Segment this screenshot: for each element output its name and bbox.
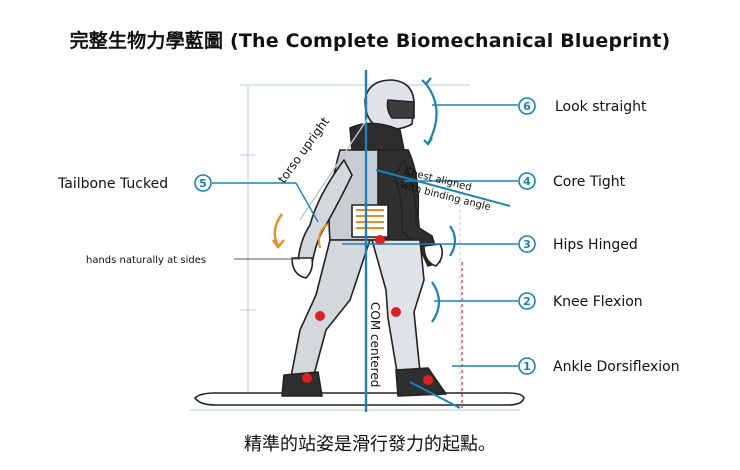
badge-4-text: 4 xyxy=(523,175,531,188)
ankle-angle-line xyxy=(409,381,461,409)
badge-5 xyxy=(194,174,212,192)
badge-3-text: 3 xyxy=(523,238,531,251)
number-badges: 6 4 3 2 1 5 xyxy=(194,97,536,375)
back-glove xyxy=(291,257,314,279)
front-boot xyxy=(395,367,447,397)
head-rotation-arrow xyxy=(425,83,438,145)
hip-joint-marker xyxy=(375,235,385,245)
goggles xyxy=(386,99,415,119)
label-hips-hinged: Hips Hinged xyxy=(553,237,638,253)
label-look-straight: Look straight xyxy=(555,99,647,115)
leader-lines xyxy=(212,104,518,367)
chest-alignment-line xyxy=(375,169,511,207)
badge-5-text: 5 xyxy=(199,177,207,190)
torso-line xyxy=(299,117,369,221)
badge-1 xyxy=(518,357,536,375)
badge-1-text: 1 xyxy=(523,360,531,373)
front-knee-marker xyxy=(391,307,401,317)
badge-2 xyxy=(518,292,536,310)
knee-flexion-arrow xyxy=(431,281,441,323)
back-boot xyxy=(281,371,323,397)
joint-markers xyxy=(302,235,433,385)
label-knee-flexion: Knee Flexion xyxy=(553,294,643,310)
hip-hinge-arrow xyxy=(449,225,457,257)
rider-figure xyxy=(281,79,447,397)
tailbone-arrow xyxy=(273,213,283,247)
front-glove xyxy=(423,243,444,267)
caption: 精準的站姿是滑行發力的起點。 xyxy=(244,434,496,455)
label-ankle-dorsiflexion: Ankle Dorsiflexion xyxy=(553,359,680,375)
tailbone-arrow-2 xyxy=(318,223,329,249)
snowboard xyxy=(193,392,525,406)
badge-4 xyxy=(518,172,536,190)
page-title: 完整生物力學藍圖 (The Complete Biomechanical Blu… xyxy=(69,30,671,52)
motion-arrows xyxy=(421,77,457,323)
label-hands-naturally: hands naturally at sides xyxy=(86,255,206,266)
label-core-tight: Core Tight xyxy=(553,174,626,190)
badge-6 xyxy=(518,97,536,115)
badge-6-text: 6 xyxy=(523,100,531,113)
blueprint-guides xyxy=(190,84,520,411)
front-ankle-marker xyxy=(423,375,433,385)
badge-3 xyxy=(518,235,536,253)
back-knee-marker xyxy=(315,311,325,321)
back-ankle-marker xyxy=(302,373,312,383)
label-torso-upright: torso upright xyxy=(275,114,332,185)
badge-2-text: 2 xyxy=(523,295,531,308)
label-tailbone-tucked: Tailbone Tucked xyxy=(57,176,168,192)
label-com-centered: COM centered xyxy=(368,302,382,387)
